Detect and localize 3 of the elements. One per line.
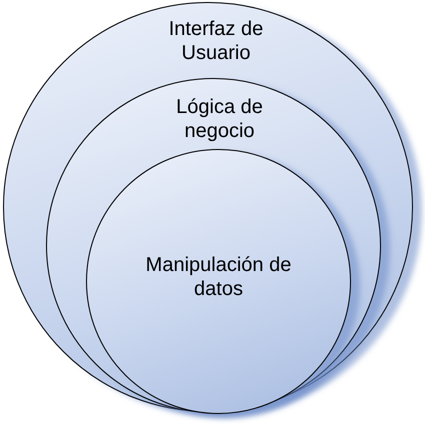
layer-label: Manipulación de datos [144,253,292,301]
layer-label: Interfaz de Usuario [168,17,264,65]
layer-label: Lógica de negocio [175,95,264,143]
